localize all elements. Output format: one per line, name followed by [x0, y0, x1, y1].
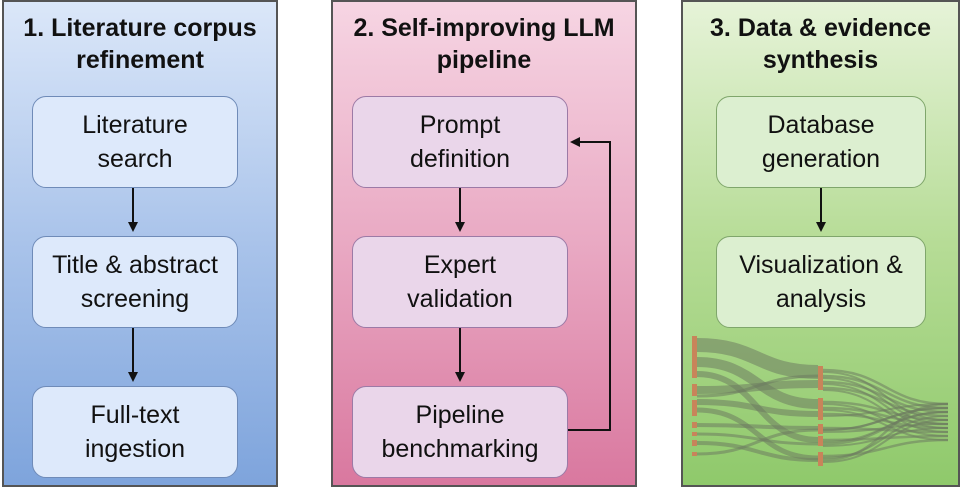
prompt-definition-box[interactable]: Prompt definition	[352, 96, 568, 188]
expert-validation-box[interactable]: Expert validation	[352, 236, 568, 328]
panel-data-evidence-synthesis: 3. Data & evidence synthesis Database ge…	[681, 0, 960, 487]
panel-title: 2. Self-improving LLM pipeline	[353, 14, 615, 74]
panel-literature-corpus: 1. Literature corpus refinement Literatu…	[2, 0, 278, 487]
title-abstract-screening-box[interactable]: Title & abstract screening	[32, 236, 238, 328]
panel-title: 3. Data & evidence synthesis	[710, 14, 931, 74]
literature-search-box[interactable]: Literature search	[32, 96, 238, 188]
panel-self-improving-pipeline: 2. Self-improving LLM pipeline Prompt de…	[331, 0, 637, 487]
visualization-analysis-box[interactable]: Visualization & analysis	[716, 236, 926, 328]
database-generation-box[interactable]: Database generation	[716, 96, 926, 188]
panel-title: 1. Literature corpus refinement	[23, 14, 257, 74]
pipeline-benchmarking-box[interactable]: Pipeline benchmarking	[352, 386, 568, 478]
full-text-ingestion-box[interactable]: Full-text ingestion	[32, 386, 238, 478]
